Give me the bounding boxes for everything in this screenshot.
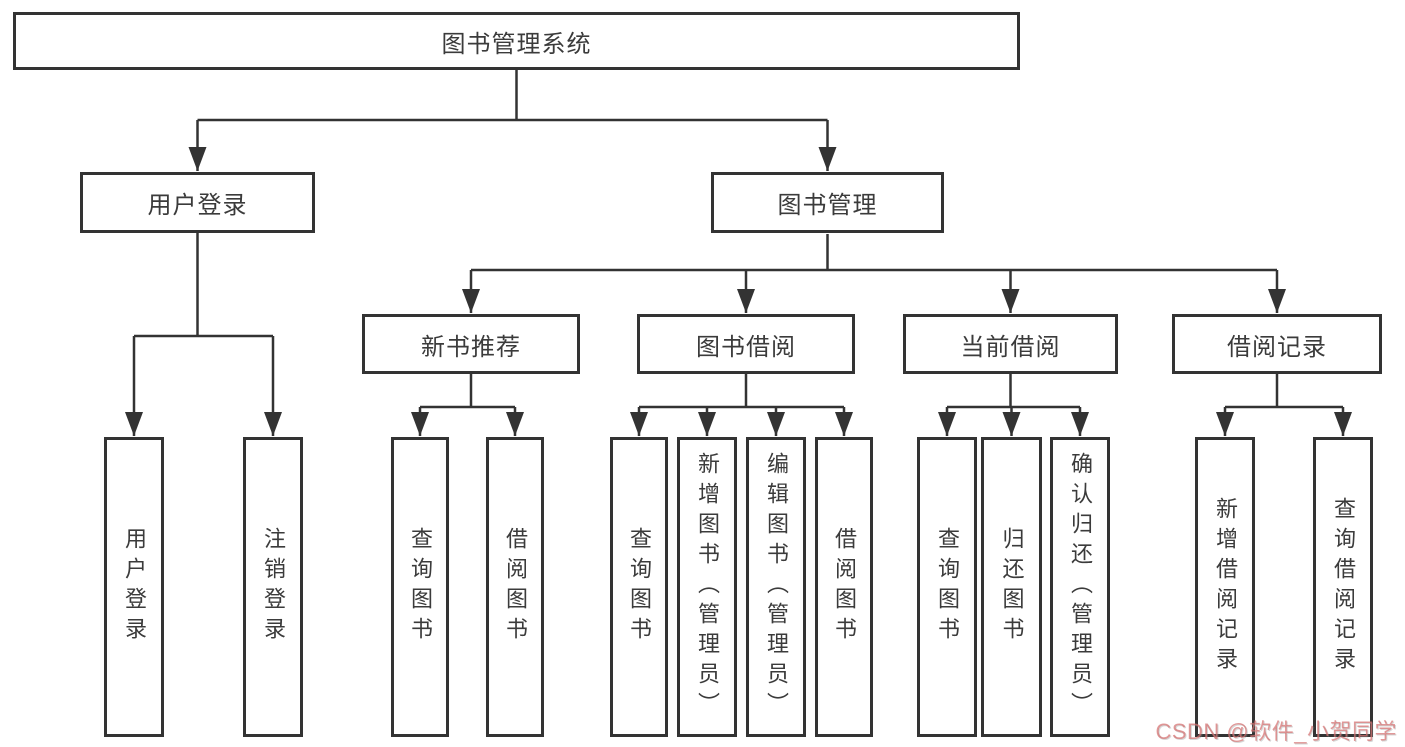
node-current-borrow-label: 当前借阅: [960, 333, 1061, 361]
leaf-logout-label: 注销登录: [261, 527, 286, 647]
node-root: 图书管理系统: [13, 12, 1020, 70]
leaf-query-books-current-label: 查询图书: [935, 527, 960, 647]
leaf-borrow-books-recommend: 借阅图书: [486, 437, 544, 737]
leaf-return-book: 归还图书: [981, 437, 1042, 737]
leaf-borrow-books-recommend-label: 借阅图书: [503, 527, 528, 647]
node-book-borrow-label: 图书借阅: [696, 333, 796, 361]
leaf-confirm-return-admin-label: 确认归还（管理员）: [1068, 452, 1093, 722]
leaf-query-borrow-record-label: 查询借阅记录: [1331, 497, 1356, 677]
leaf-query-books-borrow-label: 查询图书: [627, 527, 652, 647]
node-book-management: 图书管理: [711, 172, 944, 233]
leaf-return-book-label: 归还图书: [999, 527, 1025, 647]
leaf-borrow-books-label: 借阅图书: [832, 527, 857, 647]
leaf-confirm-return-admin: 确认归还（管理员）: [1050, 437, 1110, 737]
leaf-query-books-borrow: 查询图书: [610, 437, 668, 737]
node-user-login-label: 用户登录: [147, 192, 248, 219]
leaf-add-book-admin: 新增图书（管理员）: [677, 437, 737, 737]
leaf-query-books-current: 查询图书: [917, 437, 977, 737]
leaf-add-book-admin-label: 新增图书（管理员）: [695, 452, 720, 722]
leaf-user-login-label: 用户登录: [122, 527, 147, 647]
node-book-management-label: 图书管理: [777, 192, 878, 219]
node-borrow-records: 借阅记录: [1172, 314, 1382, 374]
node-user-login: 用户登录: [80, 172, 315, 233]
leaf-add-borrow-record: 新增借阅记录: [1195, 437, 1255, 737]
leaf-borrow-books: 借阅图书: [815, 437, 873, 737]
leaf-edit-book-admin-label: 编辑图书（管理员）: [764, 452, 789, 722]
node-book-borrow: 图书借阅: [637, 314, 855, 374]
leaf-edit-book-admin: 编辑图书（管理员）: [746, 437, 806, 737]
watermark: CSDN @软件_小贺同学: [1155, 719, 1397, 744]
node-root-label: 图书管理系统: [441, 30, 592, 58]
node-new-book-recommend: 新书推荐: [362, 314, 580, 374]
node-current-borrow: 当前借阅: [903, 314, 1118, 374]
leaf-query-books-recommend-label: 查询图书: [408, 527, 433, 647]
leaf-add-borrow-record-label: 新增借阅记录: [1213, 497, 1238, 677]
leaf-user-login: 用户登录: [104, 437, 164, 737]
leaf-logout: 注销登录: [243, 437, 303, 737]
leaf-query-borrow-record: 查询借阅记录: [1313, 437, 1373, 737]
node-borrow-records-label: 借阅记录: [1227, 333, 1327, 361]
leaf-query-books-recommend: 查询图书: [391, 437, 449, 737]
node-new-book-recommend-label: 新书推荐: [421, 333, 521, 361]
